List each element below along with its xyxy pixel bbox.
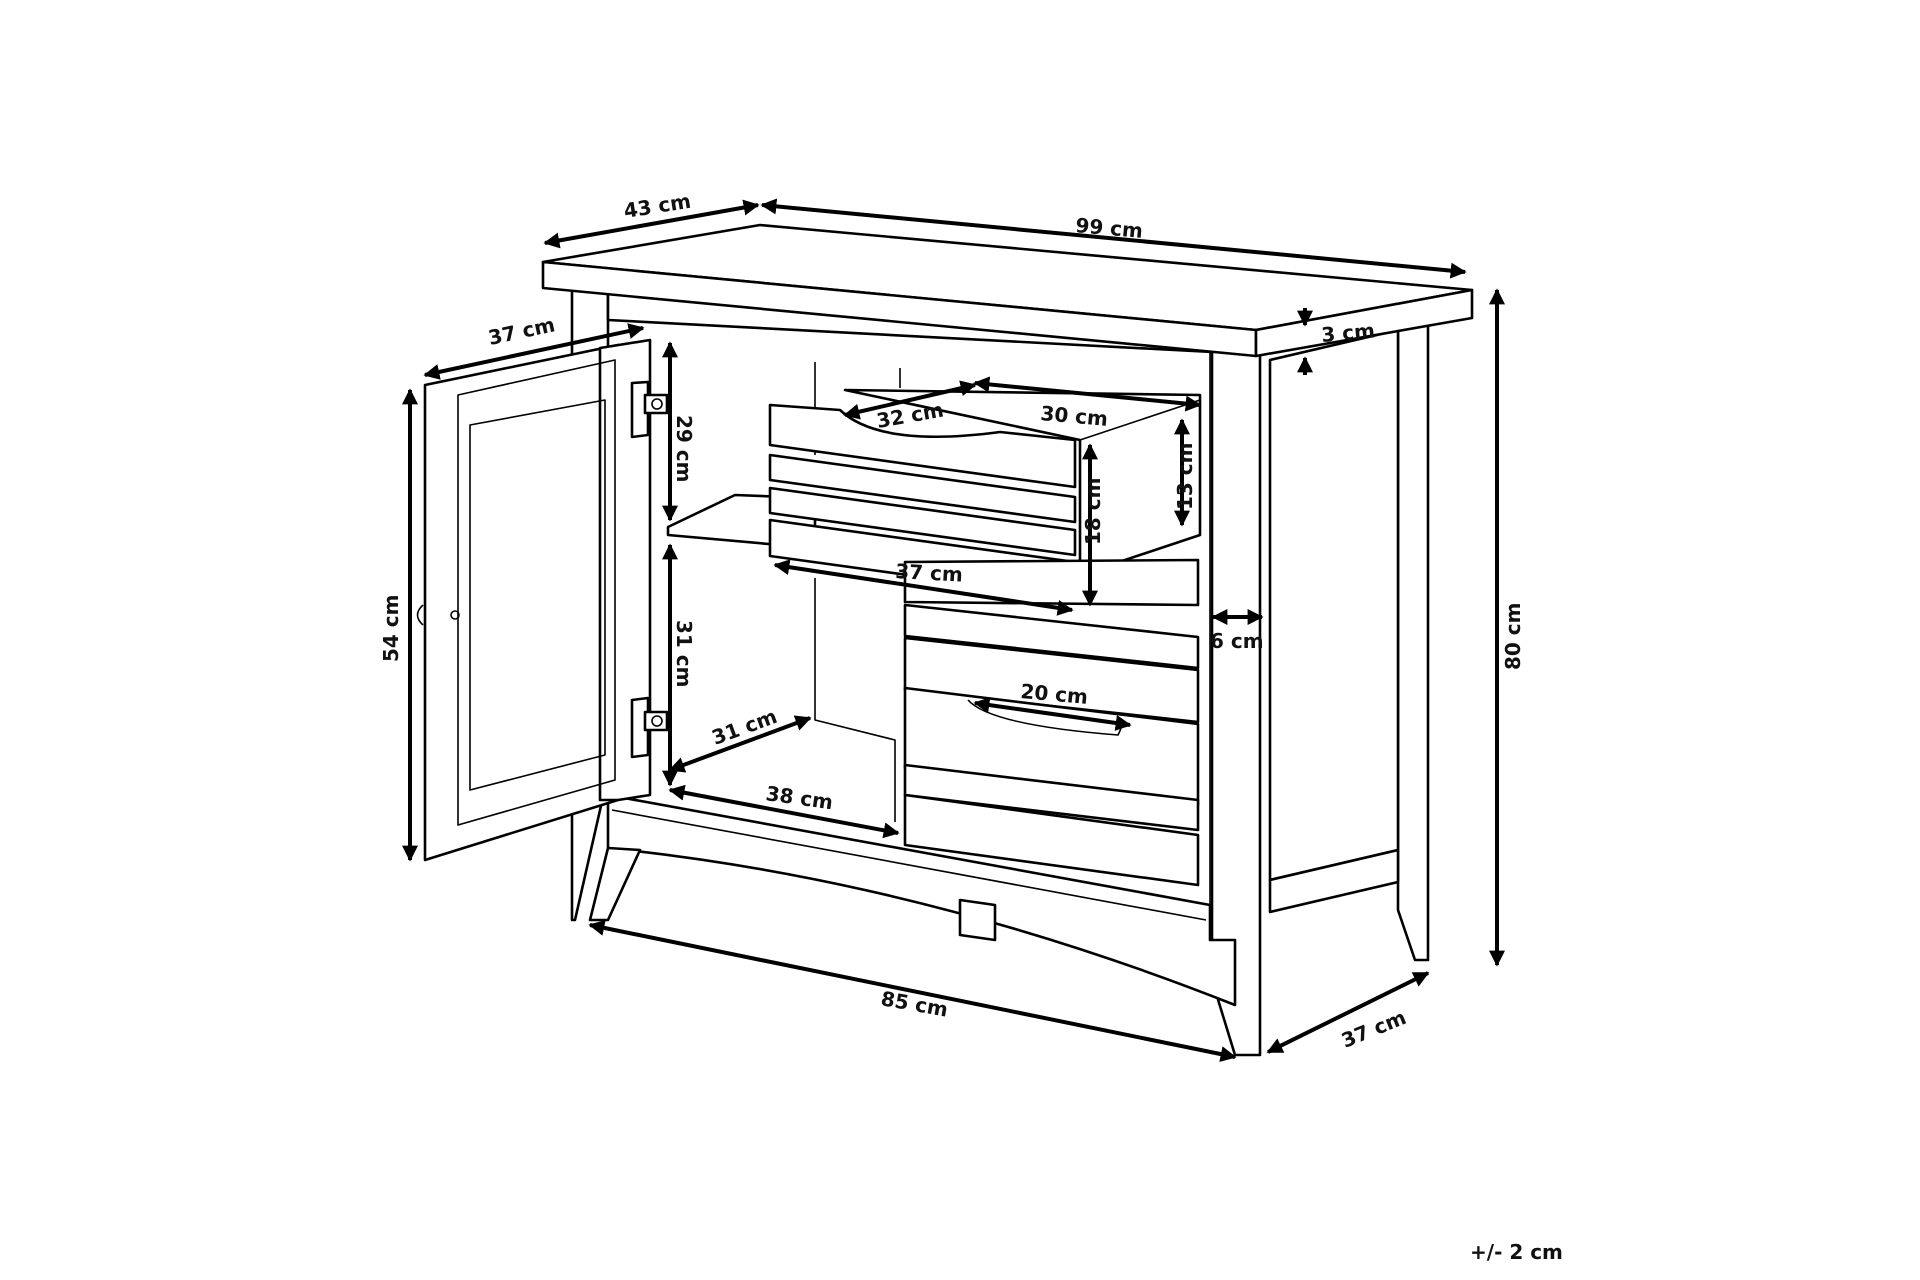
dim-line-shelf-width (668, 784, 900, 839)
hinge-icon (630, 380, 669, 439)
dim-line-shelf-depth (668, 715, 812, 773)
open-drawer (768, 388, 1202, 600)
label-door-width: 37 cm (486, 312, 557, 350)
label-top-width: 99 cm (1075, 213, 1144, 243)
label-handle-width: 20 cm (1020, 679, 1089, 709)
dim-line-door-width (423, 323, 645, 380)
label-door-height: 54 cm (379, 595, 403, 663)
open-door (416, 338, 669, 862)
label-drawer-width: 30 cm (1040, 401, 1109, 431)
dim-line-top-width (760, 198, 1467, 279)
label-top-thickness: 3 cm (1320, 318, 1375, 347)
label-side-offset: 6 cm (1210, 629, 1264, 653)
dim-line-base-width (588, 920, 1237, 1062)
dim-line-drawer-depth (843, 380, 977, 420)
dim-line-base-depth (1266, 971, 1430, 1054)
label-total-height: 80 cm (1501, 603, 1525, 671)
label-drawer-front-height: 18 cm (1081, 478, 1105, 546)
dimension-lines (402, 198, 1505, 1062)
label-drawer-front-width: 37 cm (895, 559, 964, 586)
label-drawer-depth: 32 cm (875, 398, 946, 433)
label-base-width: 85 cm (879, 986, 950, 1021)
label-drawer-inner-height: 13 cm (1173, 443, 1197, 511)
dim-line-top-depth (543, 199, 760, 249)
tolerance-note: +/- 2 cm (1470, 1240, 1563, 1264)
label-lower-compartment: 31 cm (672, 620, 696, 688)
label-upper-compartment: 29 cm (672, 415, 696, 483)
dim-line-drawer-width (973, 376, 1202, 412)
dim-line-drawer-front-width (773, 559, 1074, 616)
dim-line-handle-width (973, 697, 1132, 731)
